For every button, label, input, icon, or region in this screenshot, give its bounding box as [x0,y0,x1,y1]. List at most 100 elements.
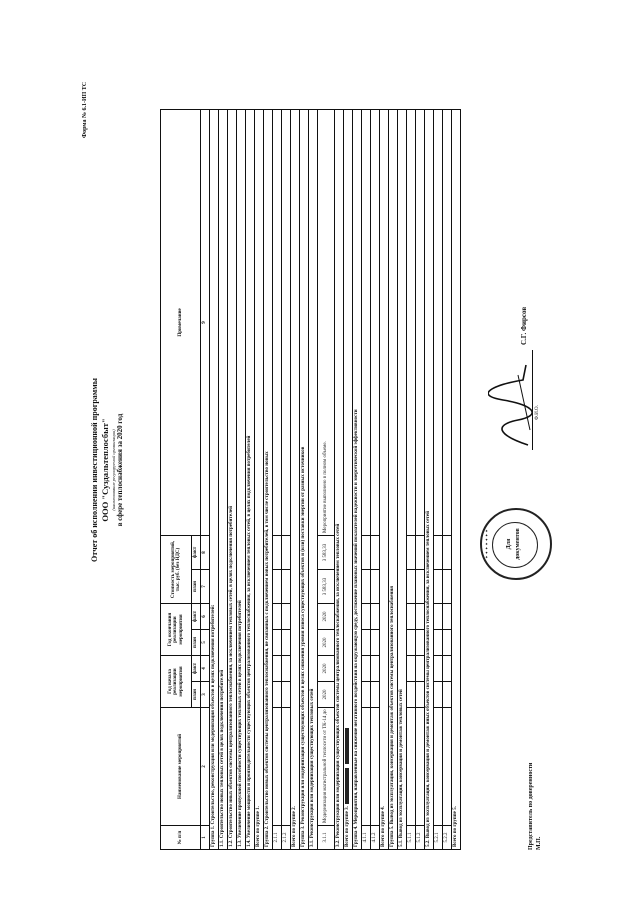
empty-cell [415,655,425,682]
empty-cell [442,603,452,630]
table-row: Группа 4. Мероприятия, направленные на с… [352,109,362,850]
header-fact: факт [191,655,201,682]
row-number: 3.1.1 [317,825,335,850]
empty-cell [361,109,371,536]
empty-cell [406,569,416,604]
empty-cell [272,603,282,630]
empty-cell [281,569,291,604]
table-row: Группа 3. Реконструкция или модернизация… [299,109,309,850]
header-name: Наименование мероприятий [160,707,201,826]
empty-cell [281,535,291,570]
row-number: 4.1.1 [361,825,371,850]
table-row: 2.1.1 [272,109,282,850]
note-cell: Мероприятие выполнено в полном объеме. [317,109,335,536]
empty-cell [281,681,291,708]
table-row: 1.4. Увеличение мощности и производитель… [245,109,255,850]
redacted-box [345,728,350,765]
empty-cell [361,569,371,604]
table-row: Всего по группе 2. [290,109,300,850]
section-row-text: 1.3. Увеличение пропускной способности с… [236,109,246,850]
empty-cell [281,655,291,682]
table-row: 1.2. Строительство иных объектов системы… [227,109,237,850]
table-row: 3.2. Реконструкция или модернизация суще… [334,109,344,850]
report-title-block: Отчет об исполнении инвестиционной прогр… [90,270,125,670]
table-row: Всего по группе 3. [343,109,353,850]
empty-cell [361,681,371,708]
empty-cell [406,707,416,826]
stamp-ring-text: ✦ ✦ ✦ ✦ ✦ ✦ ✦ [484,529,489,559]
section-row-text: Всего по группе 3. [343,109,353,850]
table-row: 5.1.2 [415,109,425,850]
empty-cell [406,109,416,536]
table-row: 1.1. Строительство новых тепловых сетей … [218,109,228,850]
table-row: Всего по группе 5. [451,109,461,850]
report-sheet: Форма № 6.1-ИП ТС Отчет об исполнении ин… [80,82,560,850]
measure-name: Модернизация магистральной теплосети от … [317,707,335,826]
empty-cell [406,629,416,656]
empty-cell [442,707,452,826]
fio-label: Ф.И.О. [535,405,540,420]
header-plan: план [191,629,201,656]
section-row-text: Всего по группе 5. [451,109,461,850]
row-number: 5.2.2 [442,825,452,850]
empty-cell [370,603,380,630]
cell-cost-plan: 3 583,33 [317,569,335,604]
redacted-box [345,768,350,805]
row-number: 5.1.2 [415,825,425,850]
section-row-text: Всего по группе 4. [379,109,389,850]
signer-name: С.Г. Фирсов [520,306,528,345]
cell-cost-fact: 3 583,33 [317,535,335,570]
empty-cell [370,535,380,570]
empty-cell [272,569,282,604]
empty-cell [370,629,380,656]
report-title: Отчет об исполнении инвестиционной прогр… [90,378,99,562]
section-row-text: Всего по группе 1. [254,109,264,850]
header-year-start: Год начала реализации мероприятия [160,655,192,708]
section-row-text: Группа 3. Реконструкция или модернизация… [299,109,309,850]
row-label: Всего по группе 3. [345,806,351,847]
empty-cell [415,109,425,536]
empty-cell [281,707,291,826]
section-row-text: Группа 1. Строительство, реконструкция и… [209,109,219,850]
section-row-text: 5.2. Вывод из эксплуатации, консервация … [424,109,434,850]
table-row: 5.2. Вывод из эксплуатации, консервация … [424,109,434,850]
seal-place-label: М.П. [535,836,542,850]
organization-stamp: ✦ ✦ ✦ ✦ ✦ ✦ ✦ Для документов [480,508,552,580]
table-row: 2.1.2 [281,109,291,850]
signature-line [532,350,533,450]
table-body: Группа 1. Строительство, реконструкция и… [209,109,461,850]
empty-cell [433,707,443,826]
table-row: 4.1.1 [361,109,371,850]
empty-cell [370,655,380,682]
row-number: 2.1.2 [281,825,291,850]
empty-cell [406,655,416,682]
empty-cell [281,109,291,536]
empty-cell [433,603,443,630]
empty-cell [272,535,282,570]
section-row-text: 5.1. Вывод из эксплуатации, консервация … [397,109,407,850]
empty-cell [361,707,371,826]
empty-cell [272,681,282,708]
empty-cell [442,681,452,708]
empty-cell [442,629,452,656]
row-number: 5.2.1 [433,825,443,850]
representative-label: Представитель по доверенности [528,762,534,850]
table-row: 5.1. Вывод из эксплуатации, консервация … [397,109,407,850]
signature [488,364,533,446]
header-year-end: Год окончания реализации мероприятия [160,603,192,656]
empty-cell [415,629,425,656]
column-number: 2 [200,707,210,826]
table-row: 5.2.2 [442,109,452,850]
empty-cell [272,707,282,826]
empty-cell [361,655,371,682]
table-row: 4.1.2 [370,109,380,850]
empty-cell [433,655,443,682]
cell-ye-plan: 2020 [317,629,335,656]
table-row: Группа 5. Вывод из эксплуатации, консерв… [388,109,398,850]
empty-cell [361,629,371,656]
report-period: в сфере теплоснабжения за 2020 год [116,413,125,527]
table-row: 5.2.1 [433,109,443,850]
row-number: 4.1.2 [370,825,380,850]
empty-cell [442,535,452,570]
empty-cell [415,707,425,826]
